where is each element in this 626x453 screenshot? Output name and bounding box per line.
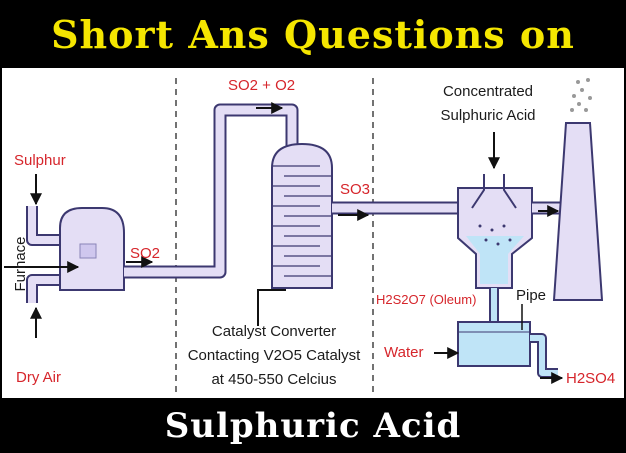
chimney-smoke bbox=[570, 78, 592, 112]
catalyst-converter-label: Catalyst Converter bbox=[212, 323, 336, 340]
air-inlet-pipe bbox=[28, 276, 62, 303]
h2so4-label: H2SO4 bbox=[566, 370, 615, 387]
sulphur-label: Sulphur bbox=[14, 152, 66, 169]
dilution-tank bbox=[457, 321, 531, 367]
furnace-label: Furnace bbox=[12, 236, 29, 291]
sulphur-inlet-pipe-outline bbox=[26, 206, 62, 246]
acid-inlet-funnel bbox=[471, 174, 517, 209]
furnace-window bbox=[79, 243, 97, 259]
catalyst-description-label: Contacting V2O5 Catalyst bbox=[188, 347, 361, 364]
process-diagram-panel: Sulphur Furnace Dry Air SO2 SO2 + O2 SO3… bbox=[2, 68, 624, 398]
absorption-tower-liquid bbox=[466, 236, 524, 284]
absorber-spray-dots bbox=[478, 224, 512, 246]
dry-air-label: Dry Air bbox=[16, 369, 61, 386]
so2-pipe bbox=[124, 105, 297, 277]
oleum-label: H2S2O7 (Oleum) bbox=[376, 292, 476, 307]
chimney bbox=[552, 122, 604, 301]
catalyst-pointer-line bbox=[257, 289, 286, 326]
header-title: Short Ans Questions on bbox=[51, 11, 575, 57]
so2-o2-label: SO2 + O2 bbox=[228, 77, 295, 94]
water-label: Water bbox=[384, 344, 423, 361]
product-pipe bbox=[530, 335, 558, 376]
sulphuric-acid-label: Sulphuric Acid bbox=[440, 107, 535, 124]
catalyst-trays bbox=[272, 165, 332, 277]
concentrated-label: Concentrated bbox=[443, 83, 533, 100]
so2-label: SO2 bbox=[130, 245, 160, 262]
so3-label: SO3 bbox=[340, 181, 370, 198]
footer-title: Sulphuric Acid bbox=[164, 405, 462, 446]
pipe-label: Pipe bbox=[516, 287, 546, 304]
contact-process-diagram: Sulphur Furnace Dry Air SO2 SO2 + O2 SO3… bbox=[4, 77, 615, 396]
sulphur-inlet-pipe bbox=[28, 206, 62, 244]
catalyst-temperature-label: at 450-550 Celcius bbox=[211, 371, 336, 388]
